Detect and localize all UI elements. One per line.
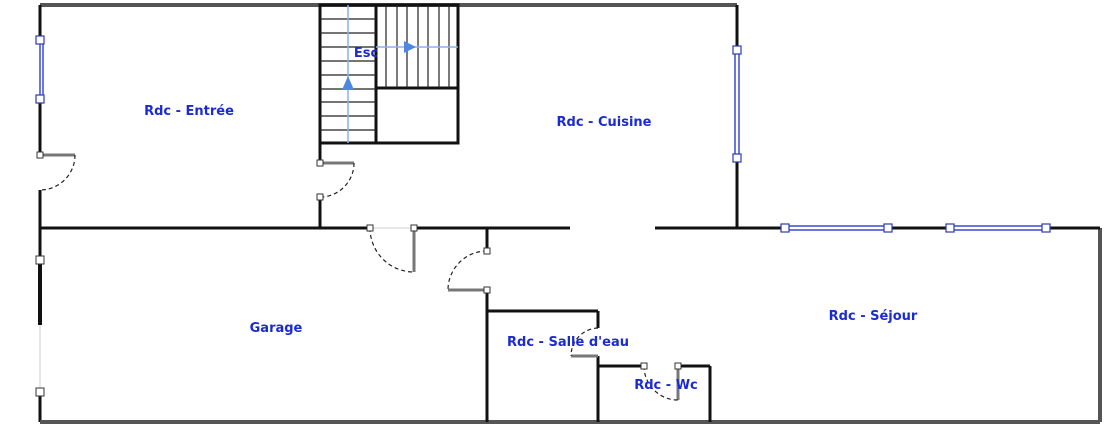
room-label-wc: Rdc - Wc: [634, 378, 698, 393]
door-hall: [447, 247, 491, 294]
room-labels: Rdc - Entrée Esc Rdc - Cuisine Garage Rd…: [144, 46, 918, 393]
door-salle-deau: [570, 327, 599, 358]
room-label-escalier: Esc: [354, 46, 378, 61]
room-label-entree: Rdc - Entrée: [144, 104, 234, 119]
room-label-sejour: Rdc - Séjour: [829, 309, 918, 324]
room-label-salle-deau: Rdc - Salle d'eau: [507, 335, 629, 350]
door-escalier: [316, 159, 355, 201]
door-entree: [36, 151, 76, 191]
stair-arrow-right-icon: [404, 41, 416, 53]
room-label-cuisine: Rdc - Cuisine: [557, 115, 652, 130]
stair-arrow-up-icon: [342, 76, 354, 90]
stair-treads: [320, 5, 450, 131]
interior-walls: [38, 5, 737, 422]
door-garage: [366, 224, 418, 273]
staircase: [318, 3, 460, 145]
doors: [36, 151, 682, 401]
room-label-garage: Garage: [250, 321, 303, 336]
door-wc: [640, 362, 682, 401]
windows: [35, 35, 1051, 397]
exterior-walls: [38, 3, 1102, 424]
